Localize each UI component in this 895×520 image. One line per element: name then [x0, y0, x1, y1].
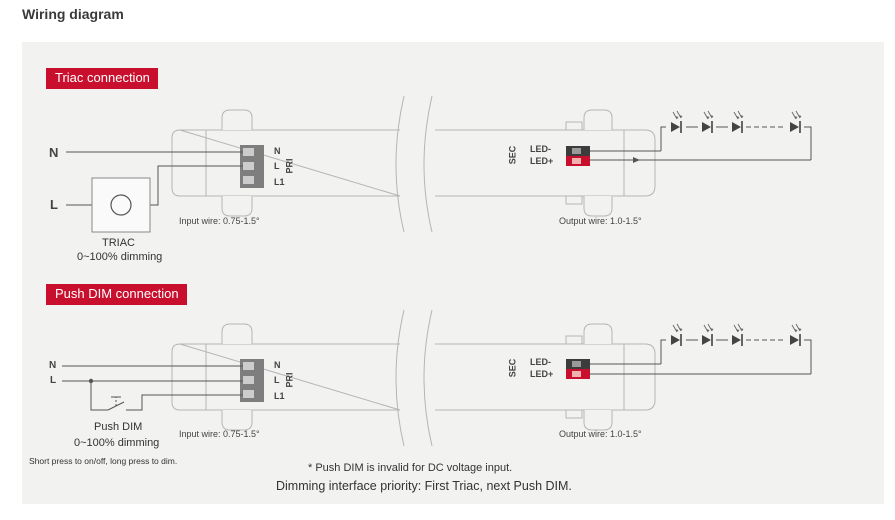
push-switch-icon — [107, 396, 125, 411]
pri-terminal-l1: L1 — [274, 391, 285, 401]
arrow-icon — [633, 157, 640, 163]
pri-label: PRI — [284, 158, 295, 174]
l-label: L — [50, 197, 58, 212]
push-dim-dimming-label: 0~100% dimming — [74, 437, 160, 449]
triac-section-badge: Triac connection — [46, 68, 158, 89]
l-label: L — [50, 375, 57, 386]
led-minus-label: LED- — [530, 357, 551, 367]
diagram-panel — [22, 42, 884, 504]
junction-dot — [88, 378, 94, 384]
sec-label: SEC — [507, 358, 518, 378]
dc-voltage-note: * Push DIM is invalid for DC voltage inp… — [308, 462, 513, 474]
n-label: N — [49, 360, 57, 371]
output-wire-label: Output wire: 1.0-1.5° — [559, 216, 642, 226]
led-minus-label: LED- — [530, 144, 551, 154]
push-dim-usage-note: Short press to on/off, long press to dim… — [29, 456, 178, 466]
sec-terminal-block-triac — [566, 146, 590, 166]
triac-device — [91, 177, 151, 233]
led-plus-label: LED+ — [530, 156, 554, 166]
wires-triac — [66, 126, 812, 206]
driver-outline-push — [171, 309, 656, 447]
page-title: Wiring diagram — [22, 6, 124, 22]
dimming-priority-note: Dimming interface priority: First Triac,… — [276, 479, 572, 493]
pri-terminal-l1: L1 — [274, 177, 285, 187]
driver-outline-triac — [171, 95, 656, 233]
sec-label: SEC — [507, 145, 518, 165]
triac-dimming-label: 0~100% dimming — [77, 251, 163, 263]
push-dim-label: Push DIM — [94, 421, 143, 433]
input-wire-label: Input wire: 0.75-1.5° — [179, 429, 260, 439]
pri-terminal-l: L — [274, 161, 280, 171]
wires-push — [62, 339, 812, 411]
triac-label: TRIAC — [102, 237, 135, 249]
input-wire-label: Input wire: 0.75-1.5° — [179, 216, 260, 226]
led-string-push — [670, 323, 803, 347]
output-wire-label: Output wire: 1.0-1.5° — [559, 429, 642, 439]
pri-terminal-block-push — [240, 359, 264, 402]
sec-terminal-block-push — [566, 359, 590, 379]
pri-terminal-n: N — [274, 146, 281, 156]
n-label: N — [49, 145, 59, 160]
pri-terminal-n: N — [274, 360, 281, 370]
led-plus-label: LED+ — [530, 369, 554, 379]
pri-label: PRI — [284, 372, 295, 388]
push-dim-section-badge: Push DIM connection — [46, 284, 187, 305]
pri-terminal-block-triac — [240, 145, 264, 188]
led-string-triac — [670, 110, 803, 134]
pri-terminal-l: L — [274, 375, 280, 385]
